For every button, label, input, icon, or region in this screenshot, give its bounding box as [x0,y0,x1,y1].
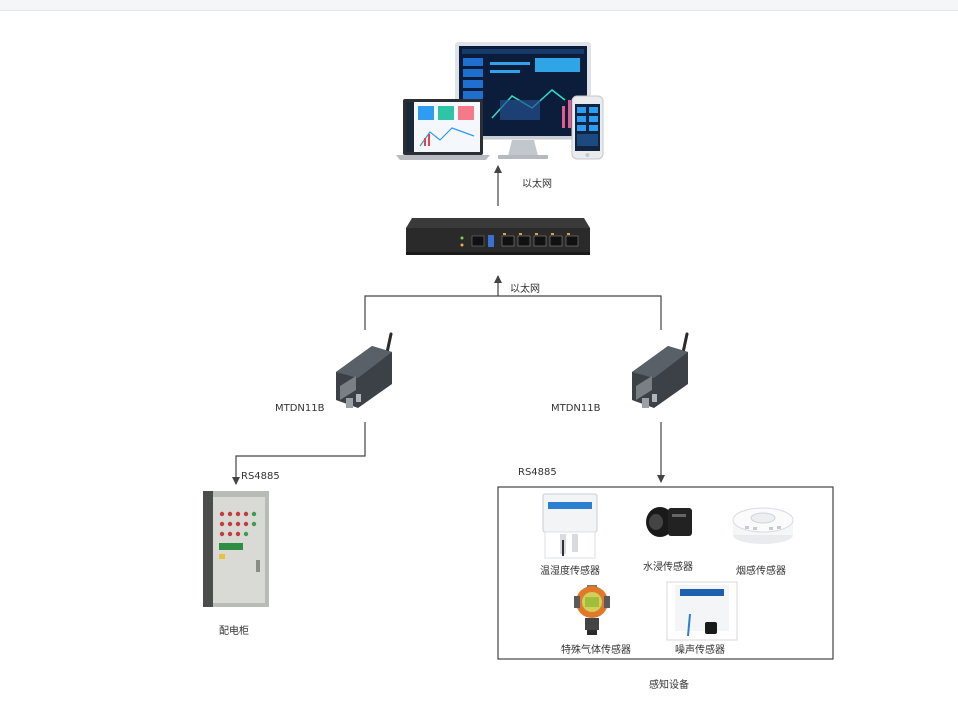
distribution-cabinet-image [203,491,269,607]
rs485-label-right: RS4885 [518,467,557,478]
sensing-devices-label: 感知设备 [649,680,689,691]
smartphone-image [571,95,604,160]
ethernet-label-top: 以太网 [522,179,552,190]
sensing-devices-box [497,486,834,660]
gateway-to-cabinet-arrow [232,422,366,485]
gateway-right-label: MTDN11B [551,403,601,414]
window-top-bar [0,0,958,11]
gateway-left-label: MTDN11B [275,403,325,414]
desktop-monitor-image [455,42,591,159]
ethernet-label-mid: 以太网 [510,284,540,295]
gateway-left-image [336,332,393,408]
rs485-label-left: RS4885 [241,471,280,482]
noise-sensor-image [666,581,738,641]
special-gas-sensor-image [574,585,610,635]
special-gas-sensor-label: 特殊气体传感器 [561,645,631,656]
connector-lines [232,165,834,660]
temp-humidity-sensor-image [542,493,598,559]
platform-devices [396,42,604,160]
gateway-right-image [632,332,689,408]
cabinet-label: 配电柜 [219,626,249,637]
water-leak-sensor-image [646,507,692,537]
noise-sensor-label: 噪声传感器 [675,645,725,656]
smoke-sensor-image [732,507,794,544]
smoke-sensor-label: 烟感传感器 [736,566,786,577]
gateways-to-router-line [364,295,662,330]
router-image [406,218,590,255]
water-leak-sensor-label: 水浸传感器 [643,562,693,573]
laptop-image [396,99,490,160]
temp-humidity-sensor-label: 温湿度传感器 [540,566,600,577]
